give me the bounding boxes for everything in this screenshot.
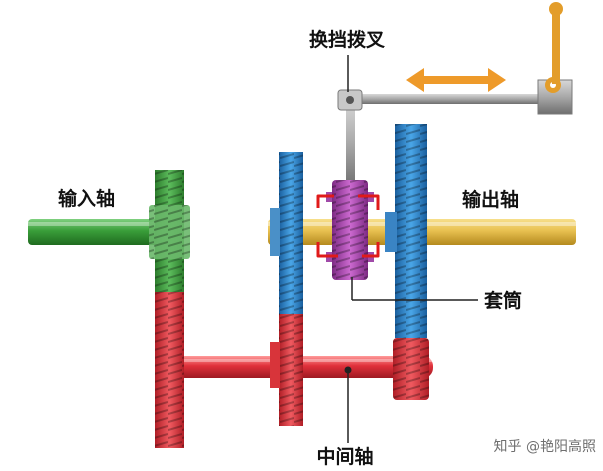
label-shift-fork: 换挡拨叉 — [309, 28, 386, 51]
double-arrow-icon — [406, 68, 506, 92]
watermark: 知乎 @艳阳高照 — [494, 438, 596, 455]
input-shaft — [28, 219, 168, 245]
label-countershaft: 中间轴 — [316, 445, 373, 468]
countershaft — [175, 356, 433, 378]
label-input-shaft: 输入轴 — [58, 187, 115, 210]
shift-lever — [549, 2, 563, 84]
label-sleeve: 套筒 — [483, 289, 522, 312]
middle-gear-pair — [270, 152, 303, 426]
right-gear-pair — [385, 124, 429, 400]
label-output-shaft: 输出轴 — [462, 188, 519, 211]
sleeve — [326, 180, 374, 280]
shift-fork-mechanism — [337, 77, 573, 188]
highlight-box — [316, 194, 380, 258]
input-gear — [149, 170, 190, 448]
